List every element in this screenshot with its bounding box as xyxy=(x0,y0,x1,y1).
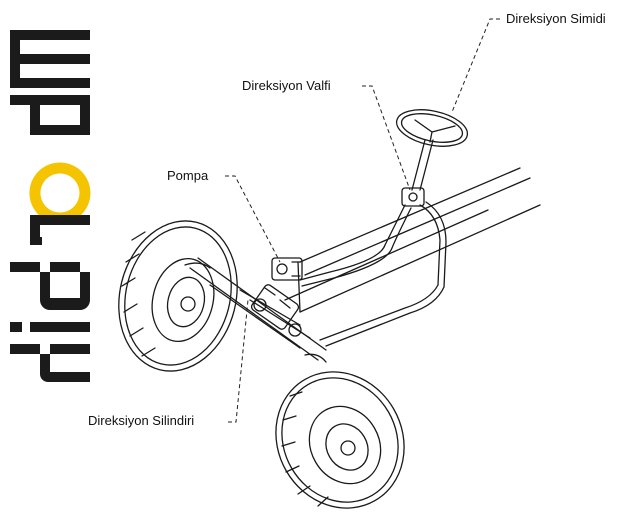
logo-letter-h xyxy=(10,344,90,382)
logo-letter-a xyxy=(10,95,90,135)
logo-letter-m xyxy=(10,30,90,88)
left-front-wheel xyxy=(118,220,238,372)
leader-steering-wheel xyxy=(451,18,500,113)
label-steering-cylinder: Direksiyon Silindiri xyxy=(88,413,195,428)
steering-wheel xyxy=(395,109,469,147)
tractor-front-axle-drawing xyxy=(118,109,541,509)
front-axle xyxy=(184,257,327,363)
hydraulic-lines xyxy=(299,201,447,347)
right-front-wheel xyxy=(275,371,405,509)
logo-letter-d xyxy=(10,262,90,310)
leader-steering-cylinder xyxy=(228,299,249,423)
leader-pump xyxy=(225,175,281,263)
label-steering-wheel: Direksiyon Simidi xyxy=(506,11,606,26)
logo-letter-i xyxy=(10,322,90,332)
leader-lines xyxy=(225,18,500,423)
label-pump: Pompa xyxy=(167,168,209,183)
hidroman-logo: hidroman xyxy=(10,30,91,382)
steering-valve xyxy=(401,187,425,207)
steering-column xyxy=(411,139,434,191)
leader-steering-valve xyxy=(362,85,411,191)
label-steering-valve: Direksiyon Valfi xyxy=(242,78,331,93)
pump xyxy=(271,257,303,281)
logo-letter-o xyxy=(29,162,91,224)
logo-letter-r xyxy=(30,215,90,245)
